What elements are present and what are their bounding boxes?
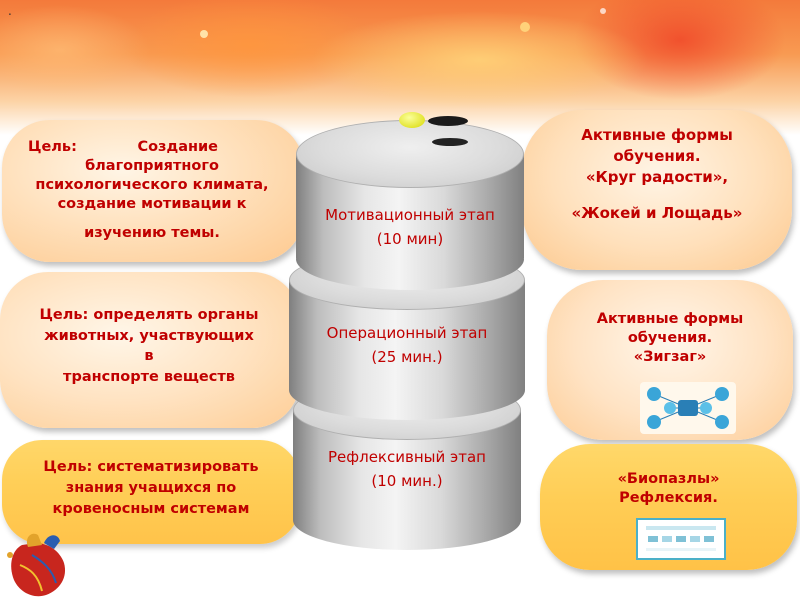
goal-text: психологического климата, (2, 176, 302, 195)
stage-name: Мотивационный этап (296, 204, 524, 226)
stage-duration: (10 мин.) (293, 470, 521, 492)
goal-text: в (0, 347, 298, 366)
forms-text: обучения. (522, 147, 792, 166)
goal-text: Цель: определять органы (0, 306, 298, 325)
stage-name: Операционный этап (289, 322, 525, 344)
goal-text: животных, участвующих (0, 327, 298, 346)
forms-text: «Жокей и Лощадь» (522, 204, 792, 223)
stage-duration: (10 мин) (296, 228, 524, 250)
forms-text: «Круг радости», (522, 168, 792, 187)
decorative-dot (520, 22, 530, 32)
forms-text: Рефлексия. (540, 489, 797, 508)
stage-name: Рефлексивный этап (293, 446, 521, 468)
goal-bubble-climate: Цель: Создание благоприятного психологич… (2, 120, 304, 262)
goal-text: кровеносным системам (2, 500, 300, 519)
decorative-disc (428, 116, 468, 126)
goal-text: Цель: систематизировать (2, 458, 300, 477)
corner-mark: . (8, 4, 12, 18)
heart-illustration (2, 525, 82, 600)
forms-bubble-circle: Активные формы обучения. «Круг радости»,… (522, 110, 792, 270)
biopuzzle-image (636, 518, 726, 560)
stage-duration: (25 мин.) (289, 346, 525, 368)
decorative-dot (200, 30, 208, 38)
goal-text: знания учащихся по (2, 479, 300, 498)
forms-text: Активные формы (522, 126, 792, 145)
forms-text: обучения. (547, 329, 793, 348)
zigzag-diagram-image (640, 382, 736, 434)
forms-text: «Зигзаг» (547, 348, 793, 367)
goal-text: Цель: Создание (28, 138, 278, 157)
forms-text: Активные формы (547, 310, 793, 329)
decorative-ball (399, 112, 425, 128)
decorative-dot (600, 8, 606, 14)
goal-text: изучению темы. (2, 224, 302, 243)
stage-cylinder-motivational: Мотивационный этап (10 мин) (296, 120, 524, 290)
goal-bubble-organs: Цель: определять органы животных, участв… (0, 272, 300, 428)
goal-text: создание мотивации к (2, 195, 302, 214)
goal-text: благоприятного (2, 157, 302, 176)
forms-text: «Биопазлы» (540, 470, 797, 489)
goal-text: транспорте веществ (0, 368, 298, 387)
decorative-disc (432, 138, 468, 146)
